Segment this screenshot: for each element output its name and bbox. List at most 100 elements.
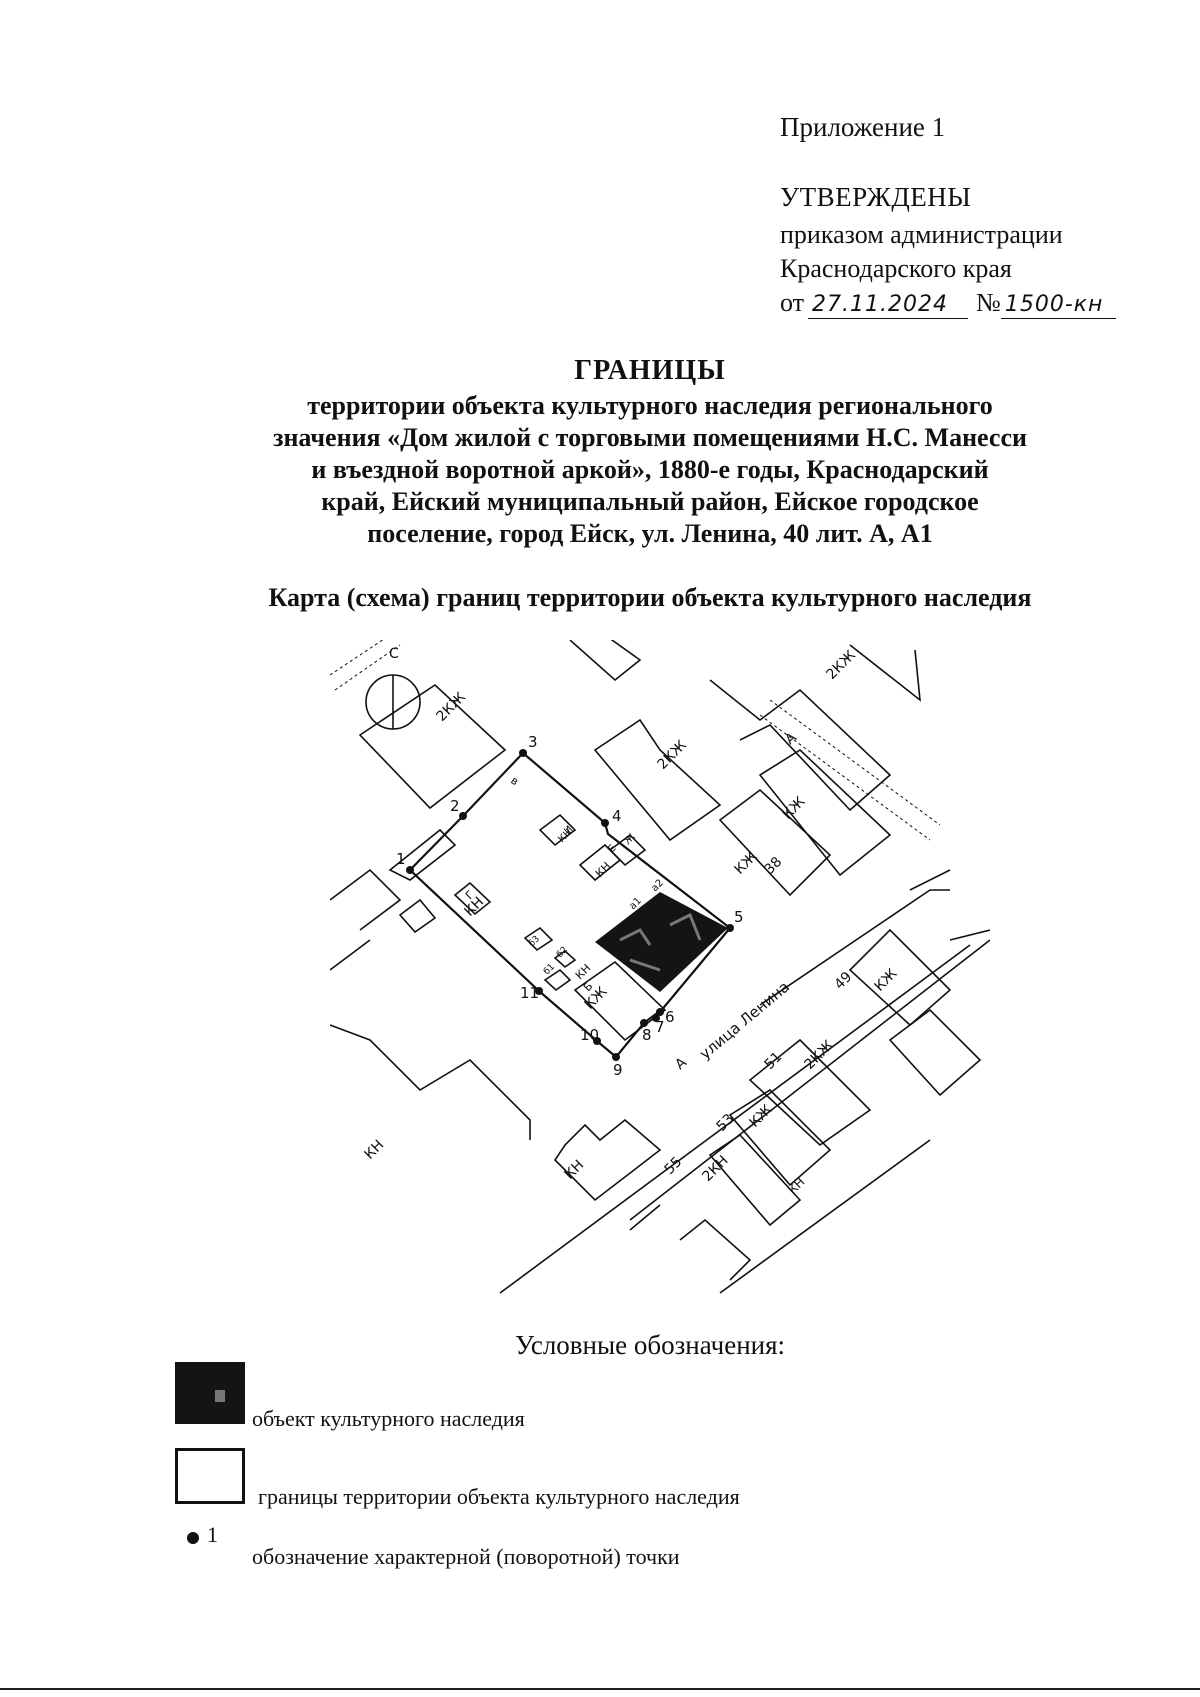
document-subtitle: территории объекта культурного наследия …: [150, 390, 1150, 550]
point-number: 3: [528, 733, 538, 751]
street-edge: [629, 939, 990, 1221]
point-number: 6: [665, 1008, 675, 1026]
outbuilding: [538, 813, 577, 847]
building-outline: [593, 718, 722, 842]
heritage-texture: [619, 912, 702, 972]
boundary-point: [459, 812, 467, 820]
boundary-point: [656, 1008, 664, 1016]
building-label: 2КЖ: [434, 690, 469, 725]
building-label: КЖ: [872, 966, 901, 995]
building-outline: [573, 960, 667, 1042]
legend-point-icon: [187, 1532, 199, 1544]
boundary-point: [519, 749, 527, 757]
appendix-label: Приложение 1: [780, 112, 946, 142]
dashed-lane: [759, 699, 941, 841]
building-outline: [909, 869, 990, 941]
house-number: 51: [762, 1049, 786, 1073]
point-number: 1: [396, 850, 406, 868]
liter-label: в: [508, 774, 521, 788]
order-date: 27.11.2024: [808, 292, 969, 319]
building-outline: [330, 939, 531, 1140]
point-number: 5: [734, 908, 744, 926]
liter-label: б1: [542, 962, 557, 977]
boundary-point: [593, 1037, 601, 1045]
building-outline: [358, 683, 507, 810]
boundary-point: [601, 819, 609, 827]
outbuilding: [543, 968, 572, 992]
liter-label: б2: [555, 945, 570, 960]
outbuilding: [453, 881, 492, 916]
boundary-map: 1 2 3 4 5 6 7 8 9 10 11 С 2КЖ 2КЖ 2КЖ КЖ…: [330, 640, 990, 1294]
boundary-point: [535, 987, 543, 995]
approved-by-line: приказом администрации: [780, 220, 1063, 249]
boundary-point: [406, 866, 414, 874]
order-number-label: №: [976, 288, 1001, 317]
point-number: 11: [520, 984, 539, 1002]
building-label: КН: [362, 1137, 388, 1163]
legend-object-swatch: [175, 1362, 245, 1424]
building-outline: [709, 679, 892, 812]
building-outline: [849, 644, 921, 702]
road-label: А: [782, 729, 800, 748]
building-label: 2КЖ: [655, 738, 690, 773]
liter-label: а2: [649, 878, 666, 895]
outbuilding: [608, 833, 647, 867]
building-label: КН: [593, 860, 614, 881]
boundary-point: [726, 924, 734, 932]
building-outline: [728, 1088, 832, 1187]
street-edge: [759, 889, 950, 1006]
subtitle-line: поселение, город Ейск, ул. Ленина, 40 ли…: [367, 519, 933, 548]
outbuilding: [523, 926, 554, 952]
outbuilding: [553, 949, 577, 969]
building-label: КЖ: [780, 794, 809, 823]
order-prefix: от: [780, 288, 805, 317]
document-title: ГРАНИЦЫ: [574, 355, 726, 386]
building-label: КН: [562, 1157, 588, 1183]
point-number: 7: [655, 1018, 665, 1036]
building-label: 2КН: [700, 1153, 732, 1185]
boundary-point: [652, 1014, 660, 1022]
building-label: 2КЖ: [824, 648, 859, 683]
point-number: 9: [613, 1061, 623, 1079]
dashed-lane: [330, 640, 401, 691]
house-number: 53: [714, 1111, 738, 1135]
legend-title: Условные обозначения:: [514, 1330, 786, 1360]
order-number: 1500-кн: [1000, 292, 1116, 319]
subtitle-line: край, Ейский муниципальный район, Ейское…: [321, 487, 979, 516]
bottom-rule: [0, 1688, 1200, 1690]
building-label: КЖ: [732, 849, 761, 878]
building-outline: [708, 1133, 802, 1227]
building-outline: [398, 898, 437, 934]
map-caption: Карта (схема) границ территории объекта …: [268, 583, 1032, 612]
point-number: 4: [612, 807, 622, 825]
point-number: 2: [450, 797, 460, 815]
street-edge: [719, 1139, 931, 1294]
subtitle-line: значения «Дом жилой с торговыми помещени…: [273, 423, 1027, 452]
legend-point-label: обозначение характерной (поворотной) точ…: [252, 1544, 680, 1569]
north-label: С: [389, 646, 399, 662]
boundary-point: [640, 1019, 648, 1027]
liter-label: Ж: [622, 832, 638, 848]
building-outline: [848, 928, 952, 1027]
building-outline: [330, 868, 402, 931]
legend-boundary-swatch: [175, 1448, 245, 1504]
heritage-object: [595, 892, 728, 992]
building-outline: [758, 748, 892, 877]
street-name: улица Ленина: [696, 978, 793, 1063]
approved-heading: УТВЕРЖДЕНЫ: [780, 182, 972, 212]
approved-region-line: Краснодарского края: [780, 254, 1012, 283]
building-outline: [718, 788, 832, 897]
building-outline: [388, 828, 457, 881]
legend-object-label: объект культурного наследия: [252, 1406, 525, 1431]
subtitle-line: территории объекта культурного наследия …: [307, 391, 993, 420]
street-edge: [499, 944, 971, 1294]
order-line: от 27.11.2024 № 1500-кн: [780, 288, 1116, 319]
point-number: 8: [642, 1026, 652, 1044]
subtitle-line: и въездной воротной аркой», 1880-е годы,…: [311, 455, 989, 484]
building-outline: [888, 1008, 982, 1097]
road-label: А: [672, 1054, 690, 1073]
liter-label: б3: [527, 934, 542, 949]
point-number: 10: [580, 1026, 599, 1044]
building-outline: [553, 1118, 662, 1202]
boundary-point: [612, 1053, 620, 1061]
